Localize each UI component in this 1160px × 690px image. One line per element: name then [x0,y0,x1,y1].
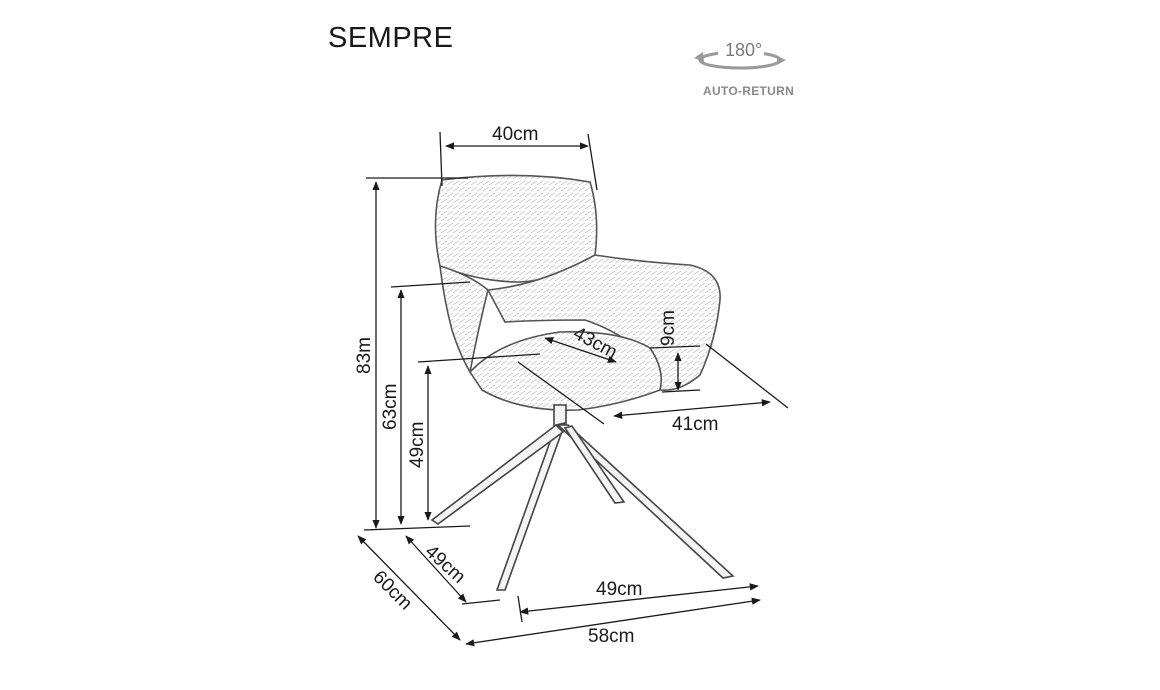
dim-total-width: 58cm [588,626,634,647]
chair-outline [434,174,721,411]
dimension-lines [357,131,789,647]
dim-armrest-above-seat: 9cm [658,310,679,346]
chair-base [430,404,735,591]
dim-total-height: 83m [354,337,375,374]
dim-base-width: 49cm [596,579,642,600]
dim-base-depth: 49cm [421,541,470,588]
dim-armrest-height: 63cm [380,384,401,430]
dim-top-width: 40cm [492,124,538,145]
dim-seat-height: 49cm [407,422,428,468]
rotation-degrees: 180° [725,40,763,60]
rotation-label: AUTO-RETURN [703,84,795,98]
product-title: SEMPRE [328,22,454,54]
dim-total-depth: 60cm [368,567,416,615]
dim-seat-width: 41cm [672,414,718,435]
